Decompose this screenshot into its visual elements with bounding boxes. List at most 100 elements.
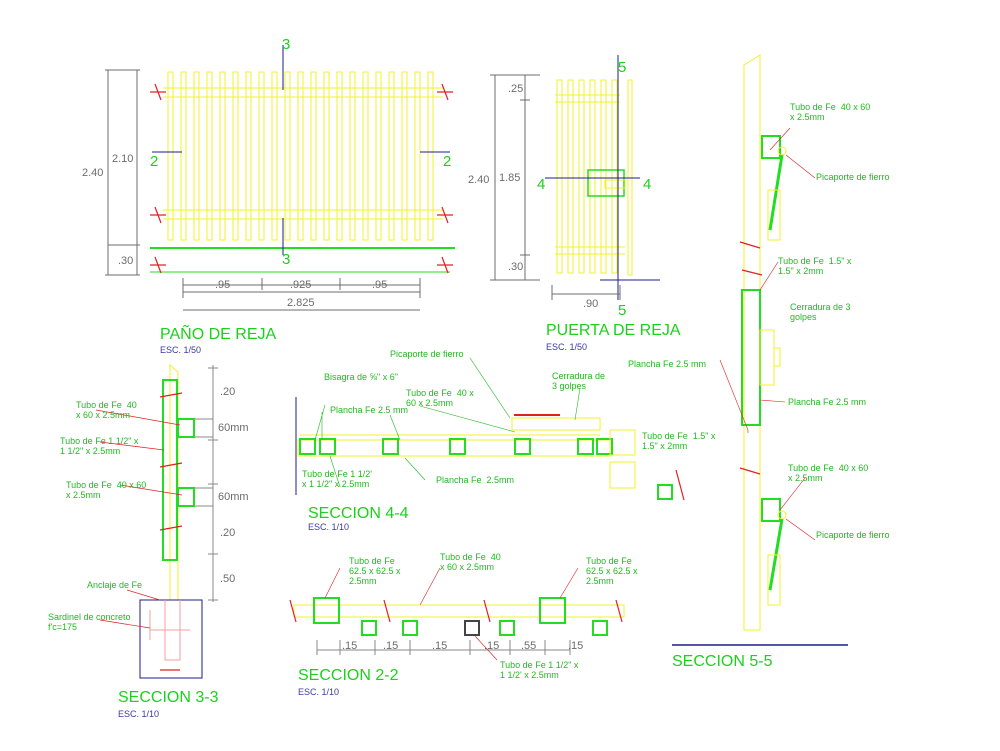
sec33-note-anclaje: Anclaje de Fe	[87, 580, 143, 590]
seccion-4-4-drawing	[295, 357, 685, 501]
pano-dim-w1: .95	[215, 279, 231, 291]
puerta-lock-box	[587, 169, 625, 197]
puerta-dim-bottom: .30	[508, 261, 524, 273]
sec44-note-plancha-2: Plancha Fe 2.5mm	[436, 475, 515, 485]
puerta-bar	[556, 79, 563, 274]
pano-bar	[310, 71, 317, 241]
sec55-note-picaporte-a: Picaporte de fierro	[816, 172, 890, 182]
pano-dim-total-width: 2.825	[287, 297, 315, 309]
sec22-note-tubo-62-5-a: Tubo de Fe 62.5 x 62.5 x 2.5mm	[349, 556, 401, 586]
puerta-bar	[567, 79, 574, 274]
sec22-dim-6: .15	[568, 640, 584, 652]
seccion-2-2-drawing	[289, 567, 625, 661]
puerta-de-reja-elevation	[490, 55, 660, 300]
sec33-dim-3: 60mm	[218, 491, 249, 503]
pano-dim-lower-height: .30	[118, 255, 134, 267]
pano-bar	[427, 71, 434, 241]
puerta-mark-5-bottom: 5	[618, 302, 627, 319]
pano-dim-w3: .95	[372, 279, 388, 291]
seccion-5-5-drawing	[672, 54, 848, 646]
pano-bar	[180, 71, 187, 241]
pano-bar	[349, 71, 356, 241]
pano-mark-2-left: 2	[150, 153, 159, 170]
pano-cut-mark	[150, 256, 166, 274]
pano-scale: ESC. 1/50	[160, 345, 202, 355]
sec22-title: SECCION 2-2	[298, 667, 399, 684]
pano-dim-upper-height: 2.10	[112, 153, 134, 165]
sec33-note-tubo-40x60-b: Tubo de Fe 40 x 60 x 2.5mm	[66, 480, 147, 500]
sec55-note-tubo-40x60-a: Tubo de Fe 40 x 60 x 2.5mm	[790, 102, 871, 122]
pano-bar	[232, 71, 239, 241]
pano-cut-mark	[437, 256, 453, 274]
seccion-3-3-drawing	[95, 363, 218, 679]
pano-vertical-dim-lines	[105, 69, 140, 276]
pano-title: PAÑO DE REJA	[160, 326, 277, 343]
puerta-dim-top: .25	[508, 83, 524, 95]
sec44-note-bisagra: Bisagra de ⅝" x 6"	[324, 372, 398, 382]
puerta-title: PUERTA DE REJA	[546, 322, 681, 339]
pano-cut-mark	[150, 206, 166, 224]
sec44-title: SECCION 4-4	[308, 505, 409, 522]
puerta-mark-4-right: 4	[643, 176, 652, 193]
sec33-note-tubo-1-1-2: Tubo de Fe 1 1/2" x 1 1/2" x 2.5mm	[60, 436, 139, 456]
sec33-dim-2: 60mm	[218, 422, 249, 434]
sec44-note-plancha-1: Plancha Fe 2.5 mm	[330, 405, 409, 415]
sec22-note-tubo-62-5-b: Tubo de Fe 62.5 x 62.5 x 2.5mm	[586, 556, 638, 586]
sec33-note-sardinel: Sardinel de concreto f'c=175	[48, 612, 131, 632]
pano-bar	[245, 71, 252, 241]
puerta-dim-total-height: 2.40	[468, 174, 490, 186]
puerta-mark-4-left: 4	[537, 176, 546, 193]
sec44-note-picaporte: Picaporte de fierro	[390, 349, 464, 359]
puerta-bar	[589, 79, 596, 274]
sec44-note-cerradura: Cerradura de 3 golpes	[552, 371, 606, 391]
pano-cut-mark	[437, 206, 453, 224]
sec22-note-tubo-40x60: Tubo de Fe 40 x 60 x 2.5mm	[440, 552, 501, 572]
sec22-note-tubo-1-1-2: Tubo de Fe 1 1/2" x 1 1/2' x 2.5mm	[500, 660, 579, 680]
sec55-note-tubo-1-5-a: Tubo de Fe 1.5" x 1.5" x 2mm	[778, 256, 852, 276]
puerta-dim-mid: 1.85	[499, 172, 521, 184]
pano-dim-total-height: 2.40	[82, 167, 104, 179]
pano-bar	[193, 71, 200, 241]
pano-bar	[284, 71, 291, 241]
sec33-dim-1: .20	[220, 386, 236, 398]
sec22-dim-5: .55	[521, 640, 537, 652]
pano-bar	[167, 71, 174, 241]
pano-bar	[219, 71, 226, 241]
sec22-dim-4: .15	[484, 640, 500, 652]
puerta-bar	[600, 79, 607, 274]
sec44-scale: ESC. 1/10	[308, 522, 350, 532]
pano-bar	[258, 71, 265, 241]
puerta-latch	[604, 179, 626, 189]
puerta-scale: ESC. 1/50	[546, 342, 588, 352]
pano-bar	[271, 71, 278, 241]
pano-mark-2-right: 2	[443, 153, 452, 170]
sec33-dim-5: .50	[220, 573, 236, 585]
pano-horizontal-dim-lines	[182, 278, 421, 311]
pano-mark-3-top: 3	[282, 36, 291, 53]
pano-bar	[362, 71, 369, 241]
pano-bar	[323, 71, 330, 241]
pano-bar	[388, 71, 395, 241]
pano-bar	[375, 71, 382, 241]
sec55-note-cerradura: Cerradura de 3 golpes	[790, 302, 851, 322]
pano-de-reja-elevation	[105, 45, 455, 311]
puerta-bar	[611, 79, 618, 274]
pano-bar	[414, 71, 421, 241]
pano-cut-mark	[150, 83, 166, 101]
sec55-note-plancha-right: Plancha Fe 2.5 mm	[788, 397, 867, 407]
puerta-mark-5-top: 5	[618, 59, 627, 76]
sec22-scale: ESC. 1/10	[298, 687, 340, 697]
puerta-bar	[578, 79, 585, 274]
puerta-horizontal-dim-lines	[551, 285, 621, 300]
sec55-title: SECCION 5-5	[672, 653, 773, 670]
sec22-dim-1: .15	[342, 640, 358, 652]
pano-bar	[206, 71, 213, 241]
sec33-note-tubo-40x60: Tubo de Fe 40 x 60 x 2.5mm	[76, 400, 137, 420]
sec33-dim-4: .20	[220, 527, 236, 539]
sec44-note-tubo-40x60: Tubo de Fe 40 x 60 x 2.5mm	[406, 388, 474, 408]
pano-cut-mark	[437, 83, 453, 101]
pano-bar	[401, 71, 408, 241]
puerta-vertical-dim-lines	[490, 74, 540, 281]
pano-mark-3-bottom: 3	[282, 251, 291, 268]
